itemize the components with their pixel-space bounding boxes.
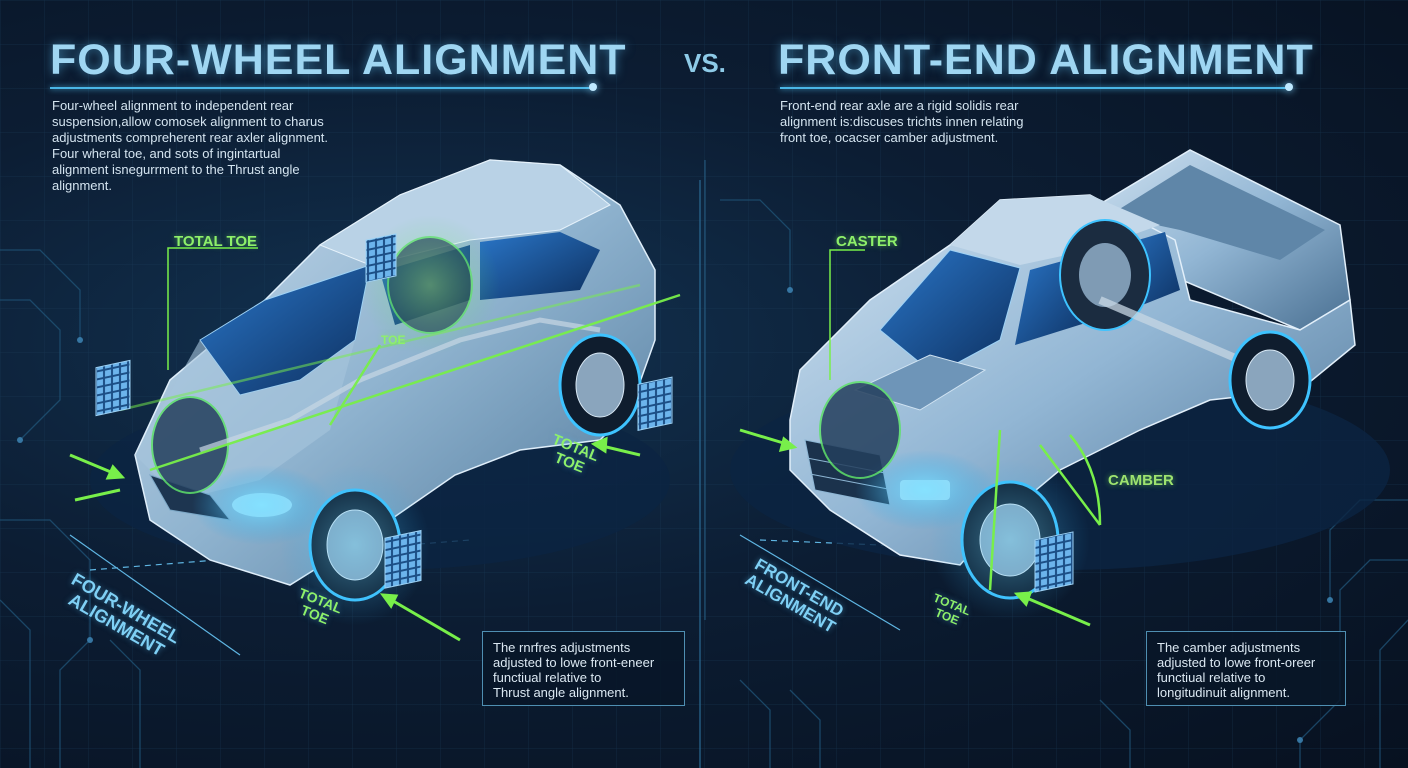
title-underline-right: [780, 83, 1293, 91]
suv-illustration: [69, 159, 681, 642]
title-underline-left: [50, 83, 597, 91]
label-caster: CASTER: [836, 233, 898, 250]
circuit-nodes: [17, 287, 1333, 743]
circuit-traces: [0, 160, 1408, 768]
label-total-toe-top: TOTAL TOE: [174, 233, 258, 250]
title-four-wheel-alignment: FOUR-WHEEL ALIGNMENT: [50, 36, 627, 84]
truck-rear-wheel: [1228, 330, 1312, 430]
note-box-right: The camber adjustments adjusted to lowe …: [1146, 631, 1346, 706]
suv-rear-wheel: [558, 333, 642, 437]
label-camber: CAMBER: [1108, 472, 1174, 489]
note-box-left: The rnrfres adjustments adjusted to lowe…: [482, 631, 685, 706]
description-four-wheel: Four-wheel alignment to independent rear…: [52, 98, 329, 193]
vs-label: VS.: [684, 48, 726, 78]
description-front-end: Front-end rear axle are a rigid solidis …: [780, 98, 1024, 145]
truck-illustration: [730, 149, 1390, 627]
label-toe: TOE: [381, 333, 406, 347]
title-front-end-alignment: FRONT-END ALIGNMENT: [778, 36, 1314, 84]
